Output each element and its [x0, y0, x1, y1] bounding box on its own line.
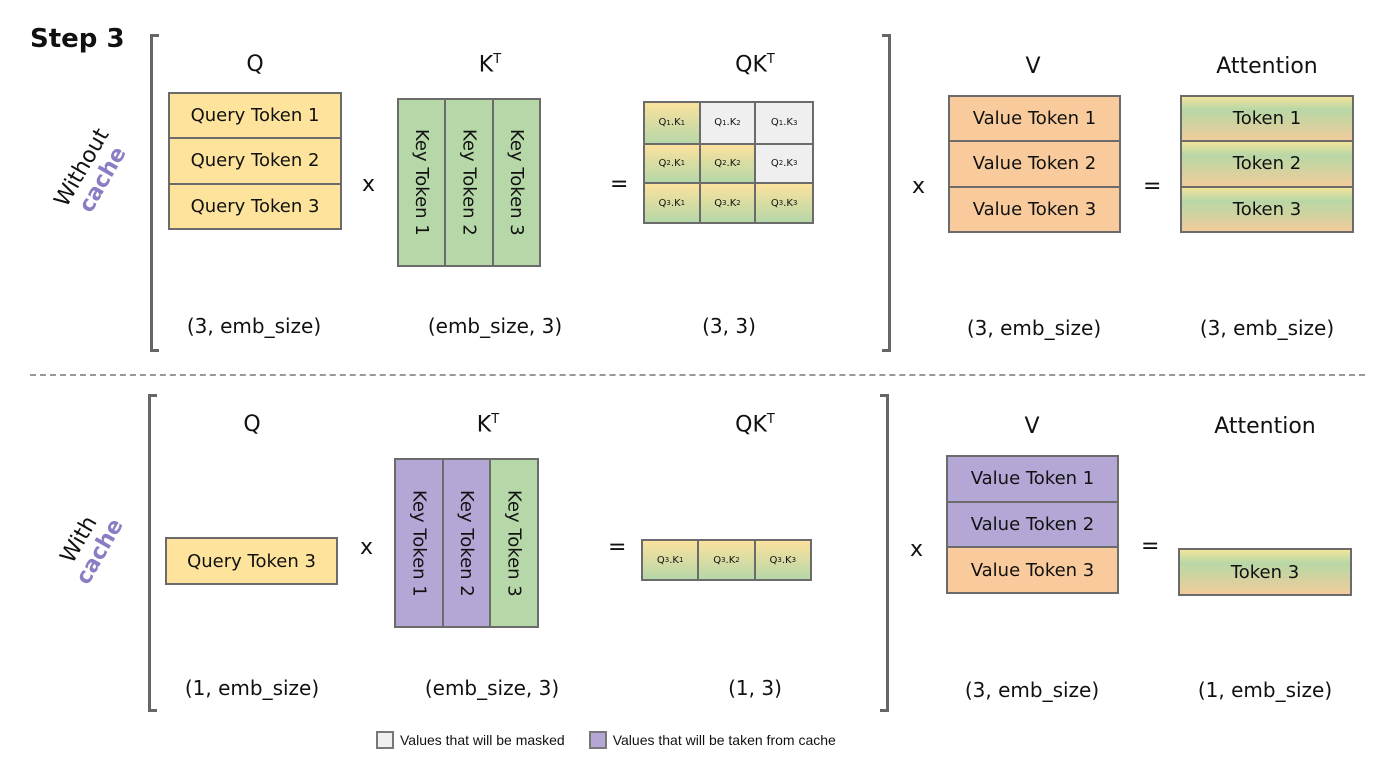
- row-label-without-cache: Without cache: [45, 114, 142, 233]
- legend-swatch-masked: [376, 731, 394, 749]
- v-cell: Value Token 2: [950, 142, 1119, 188]
- step-title: Step 3: [30, 24, 125, 54]
- qkt-shape: (3, 3): [702, 314, 756, 338]
- q-header: Q: [243, 412, 261, 437]
- multiply-operator: x: [912, 174, 926, 199]
- legend-label-masked: Values that will be masked: [400, 732, 565, 748]
- equals-operator: =: [608, 535, 627, 560]
- kt-shape: (emb_size, 3): [424, 676, 560, 700]
- qkt-header: QKT: [735, 412, 775, 438]
- q-cell: Query Token 3: [167, 539, 336, 583]
- attention-header: Attention: [1216, 54, 1318, 79]
- kt-cell: Key Token 3: [491, 460, 538, 626]
- kt-cell: Key Token 2: [446, 100, 494, 265]
- v-cell-cached: Value Token 2: [948, 502, 1117, 549]
- q-cell: Query Token 1: [170, 94, 340, 140]
- legend-label-cache: Values that will be taken from cache: [612, 732, 836, 748]
- equals-operator: =: [1141, 534, 1160, 559]
- v-shape: (3, emb_size): [966, 316, 1102, 340]
- left-bracket: [150, 34, 159, 352]
- attention-cell: Token 3: [1180, 550, 1350, 594]
- v-cell: Value Token 3: [948, 548, 1117, 593]
- legend: Values that will be masked Values that w…: [376, 731, 836, 749]
- q-matrix: Query Token 1 Query Token 2 Query Token …: [168, 92, 342, 230]
- kt-header: KT: [476, 412, 500, 438]
- multiply-operator: x: [910, 537, 924, 562]
- kt-header: KT: [478, 52, 502, 78]
- attention-cell: Token 3: [1182, 187, 1352, 231]
- qkt-shape: (1, 3): [728, 676, 782, 700]
- kt-shape: (emb_size, 3): [427, 314, 563, 338]
- row-label-with-cache: With cache: [44, 491, 136, 602]
- attention-shape: (3, emb_size): [1199, 316, 1335, 340]
- multiply-operator: x: [362, 172, 376, 197]
- attention-matrix: Token 1 Token 2 Token 3: [1180, 95, 1354, 233]
- q-shape: (3, emb_size): [186, 314, 322, 338]
- q-header: Q: [246, 52, 264, 77]
- attention-cell: Token 2: [1182, 142, 1352, 188]
- v-cell-cached: Value Token 1: [948, 457, 1117, 503]
- qkt-header: QKT: [735, 52, 775, 78]
- v-shape: (3, emb_size): [964, 678, 1100, 702]
- multiply-operator: x: [360, 535, 374, 560]
- v-cell: Value Token 3: [950, 187, 1119, 231]
- kt-cell-cached: Key Token 1: [396, 460, 444, 626]
- attention-cell: Token 1: [1182, 97, 1352, 143]
- legend-swatch-cache: [588, 731, 607, 749]
- section-divider: [30, 374, 1365, 376]
- kt-cell: Key Token 1: [399, 100, 447, 265]
- left-bracket: [148, 394, 157, 712]
- attention-shape: (1, emb_size): [1197, 678, 1333, 702]
- v-cell: Value Token 1: [950, 97, 1119, 143]
- attention-header: Attention: [1214, 414, 1316, 439]
- v-header: V: [1025, 54, 1041, 79]
- kt-matrix: Key Token 1 Key Token 2 Key Token 3: [397, 98, 541, 267]
- q-cell: Query Token 3: [170, 184, 340, 228]
- kt-cell-cached: Key Token 2: [443, 460, 492, 626]
- kt-cell: Key Token 3: [493, 100, 539, 265]
- v-header: V: [1024, 414, 1040, 439]
- right-bracket: [880, 394, 889, 712]
- q-matrix: Query Token 3: [165, 537, 338, 585]
- equals-operator: =: [610, 172, 629, 197]
- q-cell: Query Token 2: [170, 139, 340, 185]
- right-bracket: [882, 34, 891, 352]
- equals-operator: =: [1143, 174, 1162, 199]
- attention-matrix: Token 3: [1178, 548, 1352, 596]
- q-shape: (1, emb_size): [184, 676, 320, 700]
